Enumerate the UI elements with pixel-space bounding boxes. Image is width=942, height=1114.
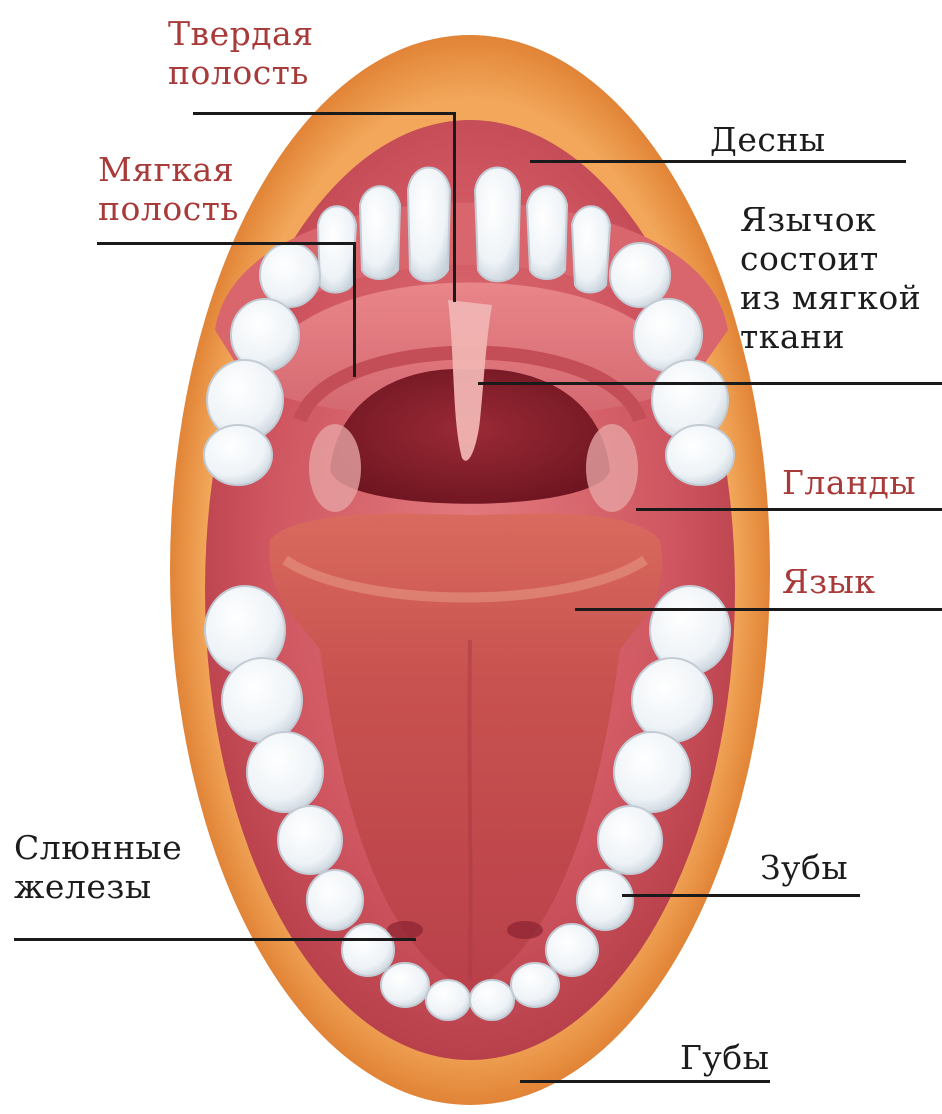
leader-soft-palate-v [353, 242, 356, 377]
leader-soft-palate-h [97, 242, 355, 245]
label-tongue-line-1: Язык [782, 562, 876, 601]
label-gums-line-1: Десны [710, 120, 826, 159]
label-teeth-line-1: Зубы [760, 848, 848, 887]
label-salivary-glands: Слюнные железы [14, 828, 182, 906]
label-uvula-line-2: состоит [740, 239, 921, 278]
leader-tonsils [636, 508, 942, 511]
tonsil-left [309, 424, 361, 512]
label-soft-palate: Мягкая полость [98, 150, 239, 228]
label-uvula-line-4: ткани [740, 317, 921, 356]
label-uvula-line-1: Язычок [740, 200, 921, 239]
leader-teeth [622, 894, 860, 897]
label-tongue: Язык [782, 562, 876, 601]
label-hard-palate-line-1: Твердая [168, 14, 314, 53]
leader-hard-palate-h [193, 112, 455, 115]
leader-lips [520, 1080, 770, 1083]
label-hard-palate-line-2: полость [168, 53, 314, 92]
label-lips: Губы [680, 1038, 769, 1077]
label-tonsils-line-1: Гланды [782, 463, 916, 502]
label-tonsils: Гланды [782, 463, 916, 502]
label-lips-line-1: Губы [680, 1038, 769, 1077]
tonsil-right [586, 424, 638, 512]
leader-gums [530, 160, 906, 163]
label-salivary-glands-line-1: Слюнные [14, 828, 182, 867]
label-uvula-line-3: из мягкой [740, 278, 921, 317]
leader-salivary-glands [14, 938, 416, 941]
label-uvula: Язычок состоит из мягкой ткани [740, 200, 921, 356]
leader-uvula [478, 382, 942, 385]
label-soft-palate-line-1: Мягкая [98, 150, 239, 189]
label-gums: Десны [710, 120, 826, 159]
label-soft-palate-line-2: полость [98, 189, 239, 228]
leader-tongue [575, 608, 942, 611]
leader-hard-palate-v [453, 112, 456, 302]
label-teeth: Зубы [760, 848, 848, 887]
label-salivary-glands-line-2: железы [14, 867, 182, 906]
label-hard-palate: Твердая полость [168, 14, 314, 92]
